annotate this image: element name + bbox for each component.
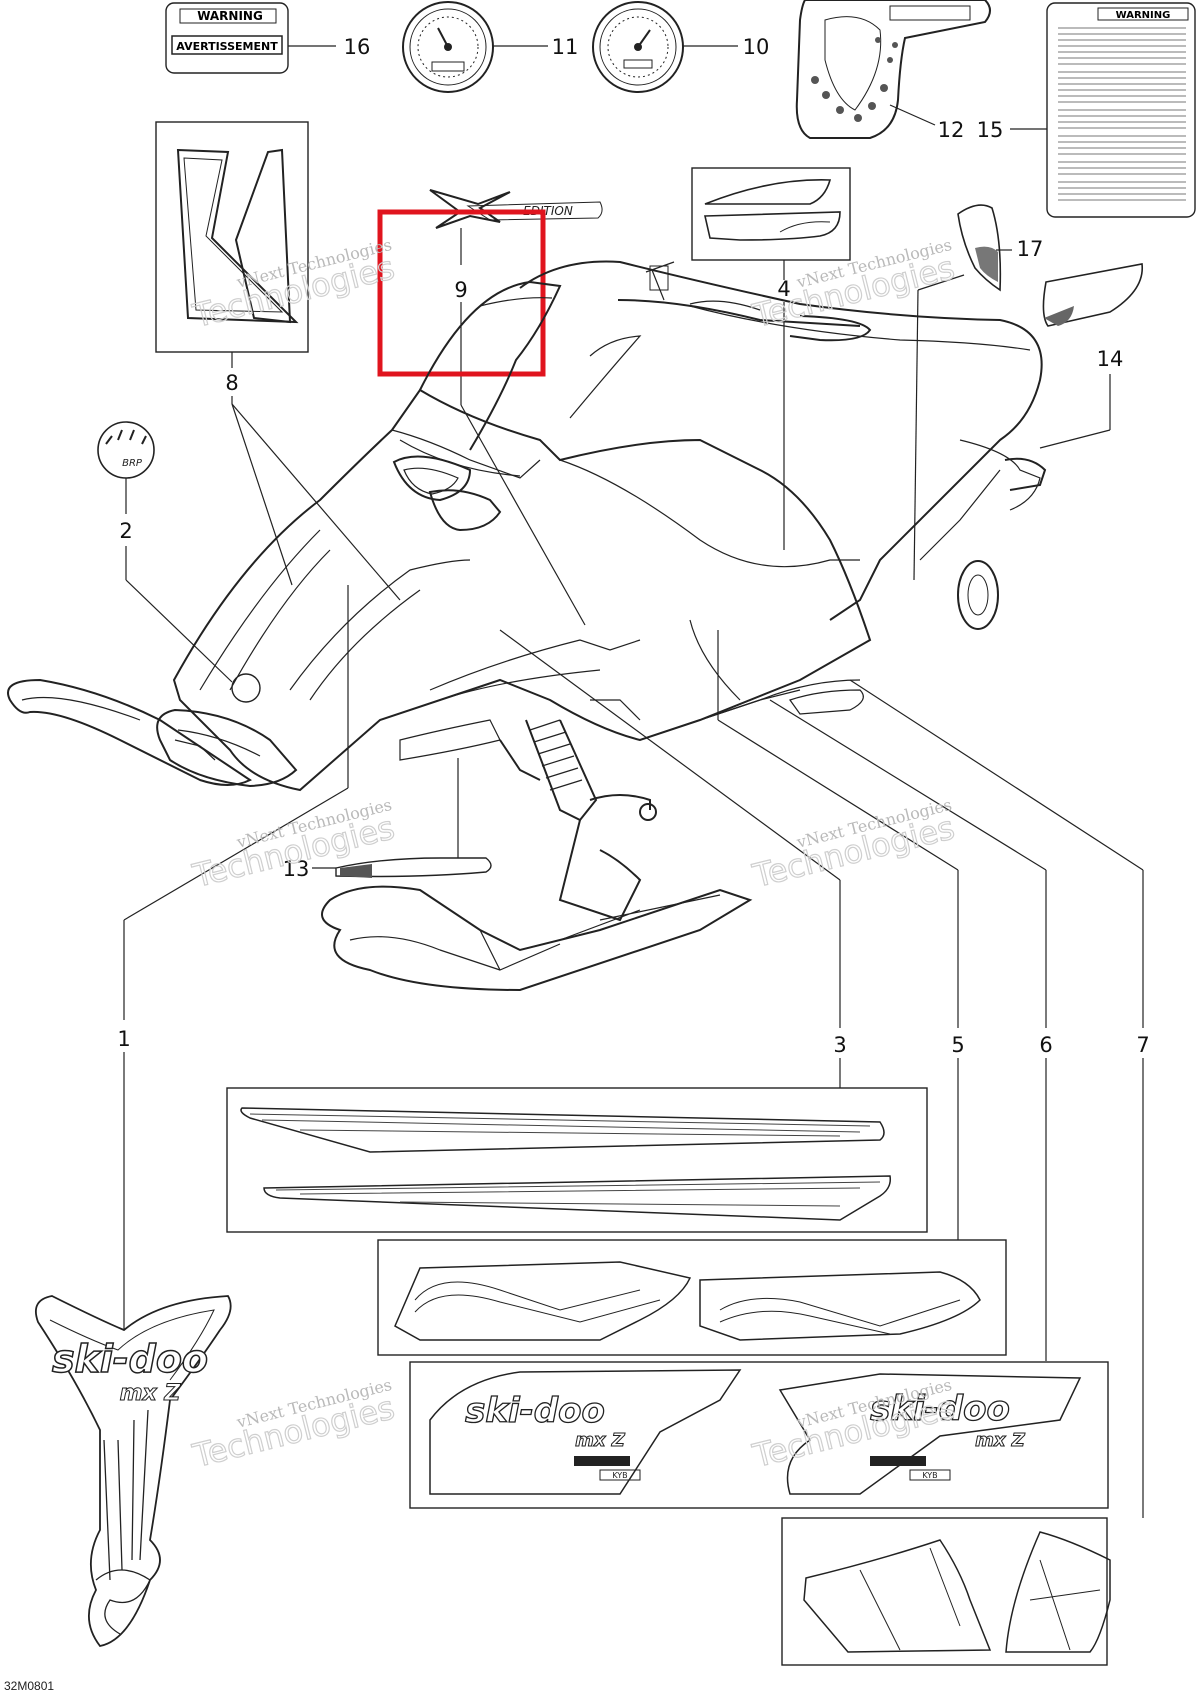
model-logo-main: mx Z xyxy=(120,1381,182,1406)
speedometer-decal[interactable] xyxy=(402,1,548,93)
callout-8: 8 xyxy=(225,371,238,395)
side-stripe-decal-3[interactable] xyxy=(226,1087,928,1233)
side-panel-decal-6[interactable]: ski-doo mx Z KYB ski-doo mx Z KYB xyxy=(409,1361,1109,1509)
model-logo-right: mx Z xyxy=(975,1430,1026,1451)
callout-15: 15 xyxy=(977,118,1004,142)
callout-2: 2 xyxy=(119,519,132,543)
callout-12: 12 xyxy=(938,118,965,142)
callout-1: 1 xyxy=(117,1027,130,1051)
highlight-box xyxy=(377,209,546,377)
model-logo-left: mx Z xyxy=(575,1430,626,1451)
console-decal[interactable] xyxy=(795,0,991,139)
watermark-4: vNext Technologies Technologies xyxy=(748,795,959,896)
hood-decal-13[interactable] xyxy=(312,758,492,878)
warning-text: WARNING xyxy=(197,9,263,23)
warning-label-decal[interactable]: WARNING AVERTISSEMENT xyxy=(165,2,336,74)
tachometer-decal[interactable] xyxy=(592,1,738,93)
windshield-decal-set[interactable] xyxy=(155,121,401,601)
callout-17: 17 xyxy=(1017,237,1044,261)
shock-logo-right: KYB xyxy=(922,1471,937,1480)
rear-panel-decal-7[interactable] xyxy=(781,1517,1111,1666)
safety-warning-text: WARNING xyxy=(1116,10,1171,21)
callout-labels: 1 2 3 4 5 6 7 8 9 10 11 12 13 14 15 16 1… xyxy=(117,35,1149,1057)
side-decal-14[interactable] xyxy=(1039,263,1143,449)
callout-14: 14 xyxy=(1097,347,1124,371)
callout-6: 6 xyxy=(1039,1033,1052,1057)
hood-logo-decal-1[interactable]: ski-doo mx Z xyxy=(34,1295,232,1647)
callout-5: 5 xyxy=(951,1033,964,1057)
snowmobile-drawing xyxy=(7,260,1047,992)
leader-lines xyxy=(123,585,1144,1518)
brp-emblem-decal[interactable]: BRP xyxy=(97,421,233,683)
side-panel-decal-4[interactable] xyxy=(691,167,851,550)
callout-9: 9 xyxy=(454,278,467,302)
ski-doo-logo-main: ski-doo xyxy=(52,1337,208,1381)
callout-10: 10 xyxy=(743,35,770,59)
drawing-code: 32M0801 xyxy=(4,1679,54,1693)
callout-16: 16 xyxy=(344,35,371,59)
brp-text: BRP xyxy=(122,458,143,469)
ski-doo-logo-right: ski-doo xyxy=(870,1389,1010,1429)
safety-label-decal[interactable]: WARNING xyxy=(1010,2,1196,218)
side-panel-decal-5[interactable] xyxy=(377,1239,1007,1356)
avertissement-text: AVERTISSEMENT xyxy=(176,40,278,53)
edition-decal[interactable]: EDITION xyxy=(429,189,603,626)
shock-logo-left: KYB xyxy=(612,1471,627,1480)
callout-11: 11 xyxy=(552,35,579,59)
callout-4: 4 xyxy=(777,277,790,301)
callout-3: 3 xyxy=(833,1033,846,1057)
callout-13: 13 xyxy=(283,857,310,881)
watermark-5: vNext Technologies Technologies xyxy=(188,1375,399,1476)
side-decal-17[interactable] xyxy=(913,204,1012,581)
ski-doo-logo-left: ski-doo xyxy=(465,1391,605,1431)
callout-7: 7 xyxy=(1136,1033,1149,1057)
